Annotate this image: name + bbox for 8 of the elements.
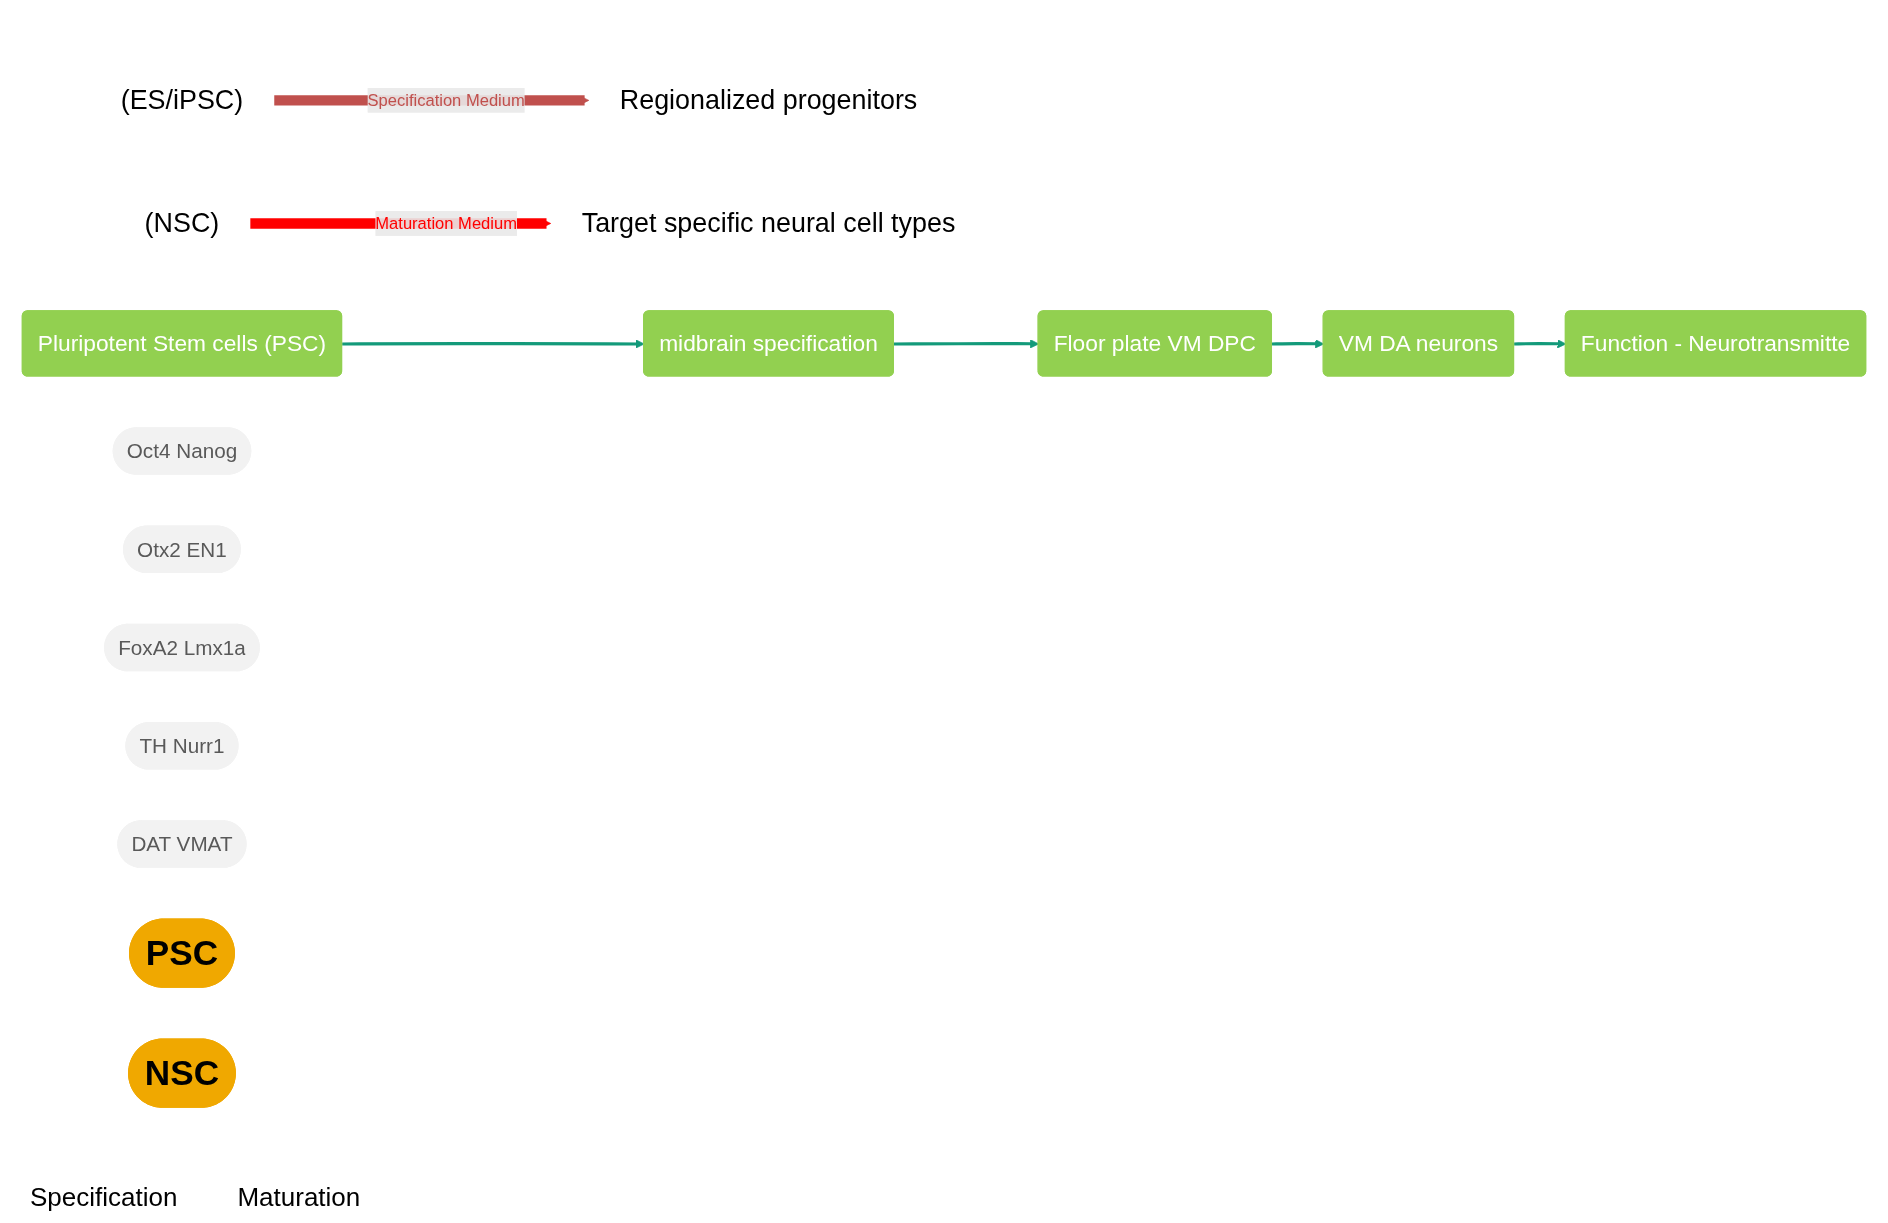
edge-label: Maturation Medium bbox=[375, 214, 517, 232]
node-text: Regionalized progenitors bbox=[619, 84, 918, 116]
stage-label: Specification bbox=[30, 1182, 178, 1213]
stage-label: Maturation bbox=[237, 1182, 361, 1213]
node-text: (NSC) bbox=[144, 207, 220, 239]
edge-label: Specification Medium bbox=[367, 91, 525, 109]
node-text: Target specific neural cell types bbox=[581, 207, 956, 239]
node-text: (ES/iPSC) bbox=[120, 84, 244, 116]
